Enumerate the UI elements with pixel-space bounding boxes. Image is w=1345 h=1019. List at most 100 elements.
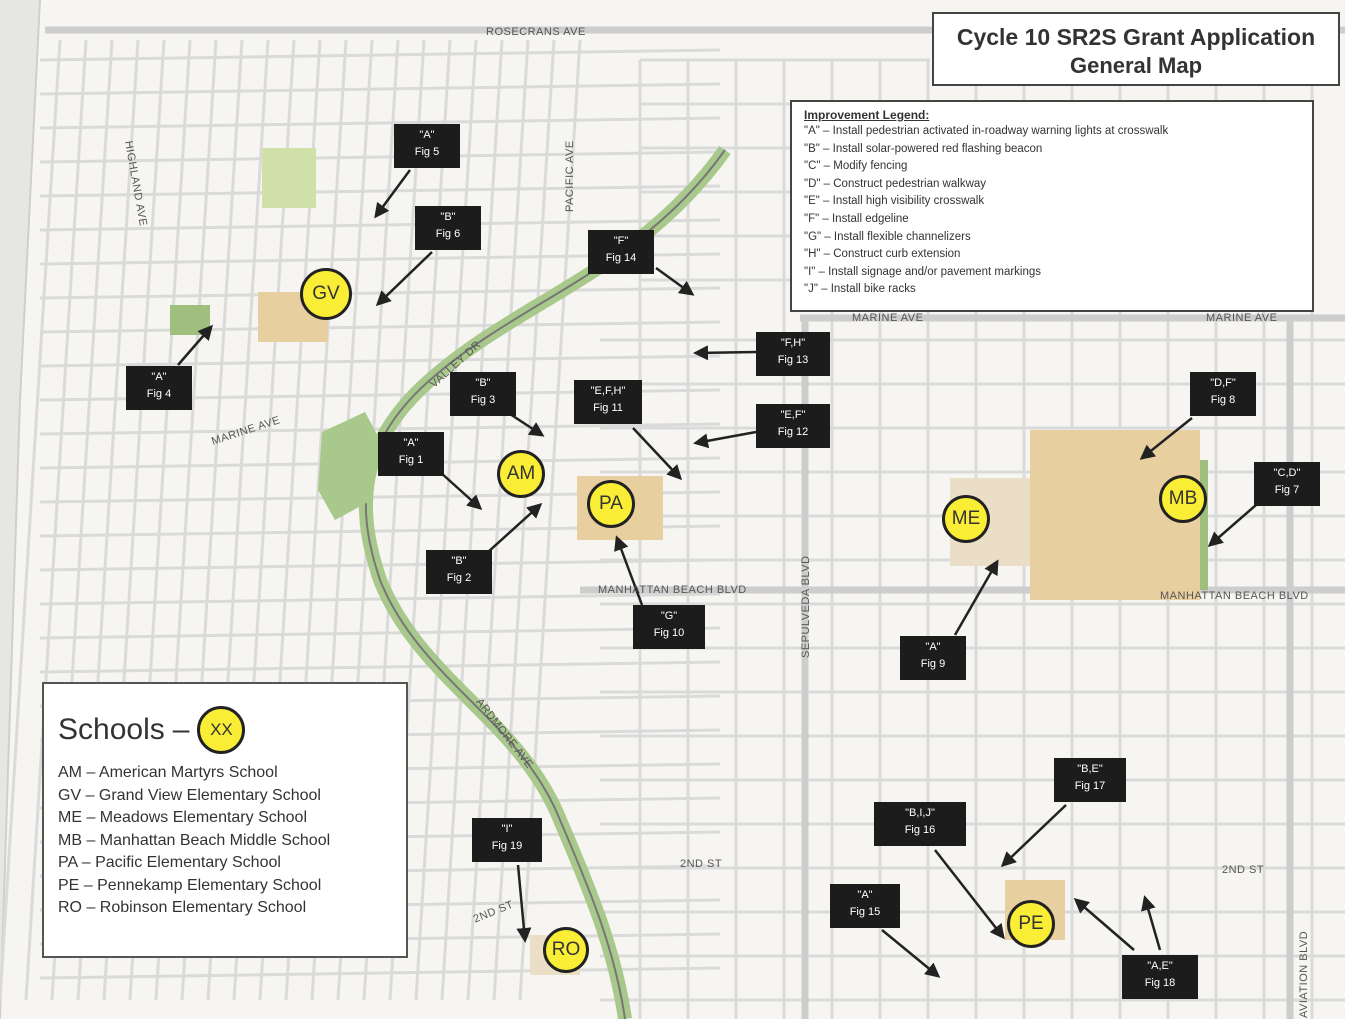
callout-fig: Fig 4: [146, 388, 172, 400]
callout-fig: Fig 13: [777, 354, 809, 366]
school-marker-sample: XX: [197, 706, 246, 754]
callout-fig6[interactable]: "B"Fig 6: [415, 206, 481, 250]
callout-code: "D,F": [1210, 377, 1236, 389]
callout-code: "B,I,J": [905, 807, 935, 819]
callout-fig: Fig 8: [1210, 394, 1236, 406]
street-segment: [39, 286, 721, 300]
callout-fig11[interactable]: "E,F,H"Fig 11: [574, 380, 642, 424]
callout-code: "B": [475, 377, 491, 389]
street-segment: [440, 39, 504, 1001]
callout-fig19[interactable]: "I" Fig 19: [472, 818, 542, 862]
street-segment: [39, 966, 721, 980]
callout-fig9[interactable]: "A"Fig 9: [900, 636, 966, 680]
school-legend-item-am: AM – American Martyrs School: [58, 764, 278, 781]
callout-code: "B,E": [1077, 763, 1103, 775]
schools-legend: Schools – XX AM – American Martyrs Schoo…: [42, 682, 408, 958]
callout-code: "A": [925, 641, 941, 653]
callout-fig: Fig 3: [470, 394, 496, 406]
callout-fig5[interactable]: "A"Fig 5: [394, 124, 460, 168]
legend-item-j: "J" – Install bike racks: [804, 283, 916, 296]
arrow-fig10: [614, 535, 644, 606]
callout-fig8[interactable]: "D,F" Fig 8: [1190, 372, 1256, 416]
callout-fig1[interactable]: "A"Fig 1: [378, 432, 444, 476]
arrow-fig2: [487, 502, 543, 553]
callout-code: "F": [613, 235, 629, 247]
map-subtitle: General Map: [1069, 53, 1203, 78]
beach-strip: [0, 0, 40, 1019]
school-marker-gv[interactable]: GV: [300, 268, 352, 320]
callout-fig: Fig 17: [1074, 780, 1106, 792]
street-segment: [39, 320, 721, 334]
callout-fig: Fig 12: [777, 426, 809, 438]
callout-fig: Fig 7: [1274, 484, 1300, 496]
school-legend-item-pe: PE – Pennekamp Elementary School: [58, 876, 322, 894]
arrow-fig9: [953, 559, 999, 636]
callout-fig14[interactable]: "F"Fig 14: [588, 230, 654, 274]
callout-code: "A,E": [1147, 960, 1173, 972]
street-label-2nd-3: 2ND ST: [1222, 864, 1265, 876]
school-legend-item-mb: MB – Manhattan Beach Middle School: [58, 831, 331, 849]
callout-code: "F,H": [780, 337, 806, 349]
callout-code: "B": [451, 555, 467, 567]
school-marker-am[interactable]: AM: [497, 450, 545, 498]
school-marker-pe[interactable]: PE: [1007, 900, 1055, 948]
street-segment: [39, 218, 721, 232]
street-label-aviation: AVIATION BLVD: [1298, 930, 1310, 1018]
arrow-fig19: [516, 864, 532, 943]
callout-fig10[interactable]: "G"Fig 10: [633, 605, 705, 649]
callout-fig18[interactable]: "A,E"Fig 18: [1122, 955, 1198, 999]
callout-fig: Fig 1: [398, 454, 424, 466]
callout-code: "I": [501, 823, 513, 835]
street-segment: [39, 150, 721, 164]
callout-fig16[interactable]: "B,I,J"Fig 16: [874, 802, 966, 846]
street-label-marine-east: MARINE AVE: [1206, 312, 1278, 324]
street-segment: [39, 626, 721, 640]
callout-fig: Fig 11: [593, 402, 623, 414]
callout-code: "G": [660, 610, 678, 622]
arrow-fig5: [374, 169, 412, 219]
map-title: Cycle 10 SR2S Grant Application: [956, 24, 1316, 50]
arrow-fig7: [1207, 504, 1257, 547]
callout-fig7[interactable]: "C,D" Fig 7: [1254, 462, 1320, 506]
schools-legend-dash: –: [172, 713, 190, 746]
school-marker-pa[interactable]: PA: [587, 480, 635, 528]
arrow-fig4: [177, 324, 213, 366]
callout-code: "C,D": [1273, 467, 1301, 479]
school-marker-me[interactable]: ME: [942, 495, 990, 543]
coastline: [0, 0, 41, 1019]
street-segment: [39, 48, 721, 62]
arrow-fig14: [655, 266, 695, 296]
callout-fig15[interactable]: "A"Fig 15: [830, 884, 900, 928]
street-segment: [39, 660, 721, 674]
callout-fig4[interactable]: "A"Fig 4: [126, 366, 192, 410]
callout-fig2[interactable]: "B"Fig 2: [426, 550, 492, 594]
callout-fig13[interactable]: "F,H" Fig 13: [756, 332, 830, 376]
callout-fig17[interactable]: "B,E" Fig 17: [1054, 758, 1126, 802]
street-label-mbblvd-2: MANHATTAN BEACH BLVD: [1160, 590, 1309, 602]
school-legend-item-gv: GV – Grand View Elementary School: [58, 786, 321, 804]
street-segment: [0, 39, 62, 1001]
park-marine: [170, 305, 210, 335]
street-label-pacific: PACIFIC AVE: [564, 140, 576, 212]
legend-item-a: "A" – Install pedestrian activated in-ro…: [804, 125, 1169, 137]
schools-legend-title: Schools: [58, 713, 165, 746]
school-legend-item-pa: PA – Pacific Elementary School: [58, 854, 281, 871]
legend-item-e: "E" – Install high visibility crosswalk: [804, 195, 985, 208]
callout-code: "A": [857, 889, 873, 901]
legend-item-d: "D" – Construct pedestrian walkway: [804, 177, 987, 190]
school-marker-ro[interactable]: RO: [543, 927, 589, 973]
legend-item-b: "B" – Install solar-powered red flashing…: [804, 142, 1043, 155]
legend-item-h: "H" – Construct curb extension: [804, 248, 961, 261]
street-label-sepulveda: SEPULVEDA BLVD: [800, 555, 812, 658]
callout-fig12[interactable]: "E,F"Fig 12: [756, 404, 830, 448]
park-valley: [318, 412, 380, 520]
street-label-mbblvd-1: MANHATTAN BEACH BLVD: [598, 584, 747, 596]
street-label-marine-mid: MARINE AVE: [852, 312, 924, 324]
callout-fig: Fig 5: [414, 146, 440, 158]
callout-fig3[interactable]: "B" Fig 3: [450, 372, 516, 416]
callout-code: "B": [440, 211, 456, 223]
arrow-fig8: [1139, 417, 1193, 460]
school-marker-mb[interactable]: MB: [1159, 475, 1207, 523]
callout-fig: Fig 19: [491, 840, 523, 852]
